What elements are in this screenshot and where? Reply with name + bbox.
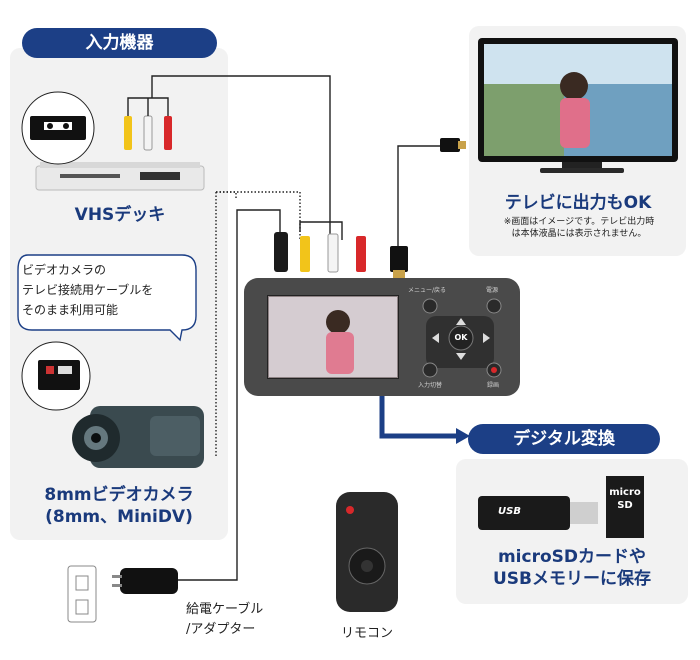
input-switch-label: 入力切替	[418, 382, 443, 389]
tv-note-line2: は本体液晶には表示されません。	[511, 229, 647, 239]
sd-text-top: micro	[609, 487, 641, 498]
camera-label-line1: 8mmビデオカメラ	[44, 485, 194, 505]
vhs-label: VHSデッキ	[74, 205, 166, 225]
vhs-deck	[35, 162, 205, 191]
power-adapter-label: 給電ケーブル /アダプター	[186, 600, 263, 640]
camera-label-line2: (8mm、MiniDV)	[45, 507, 193, 527]
rca-cable-vhs	[151, 75, 331, 238]
dotted-camera-cable	[216, 191, 301, 240]
8mm-cassette-icon	[38, 360, 80, 390]
ok-label: OK	[454, 333, 468, 342]
record-label: 録画	[487, 382, 500, 389]
bubble-text: ビデオカメラの テレビ接続用ケーブルを そのまま利用可能	[22, 260, 192, 320]
digital-section-title: デジタル変換	[468, 424, 660, 454]
vhs-cassette-icon	[30, 116, 86, 140]
digital-caption-line2: USBメモリーに保存	[492, 569, 651, 589]
wall-outlet	[67, 565, 97, 623]
microsd-card	[606, 476, 644, 538]
remote-label: リモコン	[340, 626, 393, 641]
digital-panel	[456, 459, 688, 604]
tv-note-line1: ※画面はイメージです。テレビ出力時	[503, 217, 655, 227]
usb-text: USB	[498, 506, 521, 517]
menu-label: メニュー/戻る	[408, 287, 447, 294]
bubble-line-2: テレビ接続用ケーブルを	[22, 283, 154, 297]
television	[478, 38, 678, 173]
usb-stick	[478, 496, 598, 530]
ac-adapter	[112, 568, 178, 594]
camcorder	[72, 406, 204, 468]
tv-caption: テレビに出力もOK	[504, 193, 652, 213]
tv-note: ※画面はイメージです。テレビ出力時 は本体液晶には表示されません。	[472, 216, 686, 240]
bubble-line-3: そのまま利用可能	[22, 303, 119, 317]
vhs-rca-plugs	[124, 97, 172, 151]
hdmi-plug-device	[390, 246, 408, 272]
input-section-title: 入力機器	[22, 28, 217, 58]
svideo-plug	[274, 232, 288, 272]
power-adapter-line1: 給電ケーブル	[186, 602, 264, 617]
remote-control	[336, 492, 398, 612]
device-rca-plugs	[300, 233, 366, 273]
capture-device	[244, 278, 520, 396]
digital-caption: microSDカードや USBメモリーに保存	[456, 546, 688, 590]
sd-text-bottom: SD	[617, 500, 633, 511]
power-adapter-line2: /アダプター	[186, 622, 256, 637]
hdmi-plug-tv	[440, 138, 460, 152]
camera-label: 8mmビデオカメラ (8mm、MiniDV)	[10, 484, 228, 528]
sd-text: micro SD	[606, 486, 644, 512]
speech-bubble	[17, 254, 197, 342]
digital-caption-line1: microSDカードや	[497, 547, 647, 567]
power-label: 電源	[486, 287, 499, 294]
bubble-line-1: ビデオカメラの	[22, 263, 107, 277]
